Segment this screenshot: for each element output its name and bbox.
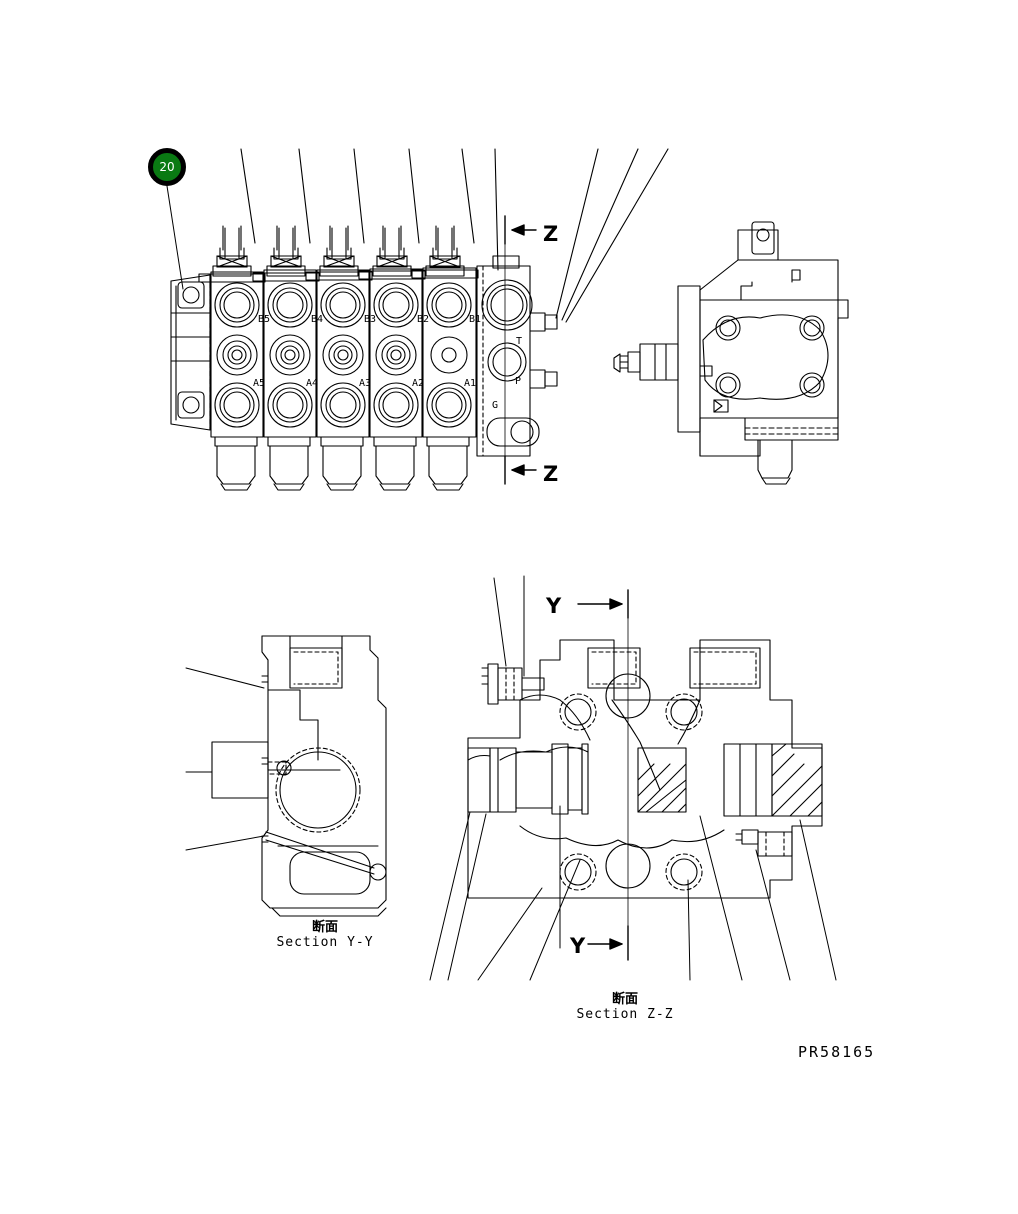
section-arrow-markers <box>504 215 629 961</box>
port-label-b4: B4 <box>311 314 324 325</box>
caption-section-y-y: 断面 Section Y-Y <box>240 916 410 950</box>
caption-z-z-japanese: 断面 <box>611 992 638 1007</box>
inlet-end-block <box>476 242 558 471</box>
section-z-z-view <box>429 575 837 981</box>
section-y-y-view <box>185 635 387 917</box>
drawing-number: PR58165 <box>798 1043 876 1061</box>
port-label-b2: B2 <box>417 314 430 325</box>
caption-y-y-japanese: 断面 <box>311 920 338 935</box>
leader-lines-top <box>240 148 669 323</box>
callout-balloon-20[interactable]: 20 <box>148 148 186 186</box>
caption-section-z-z: 断面 Section Z-Z <box>540 988 710 1022</box>
port-label-a1: A1 <box>464 378 477 389</box>
caption-y-y-english: Section Y-Y <box>276 935 374 950</box>
section-marker-z-bottom: Z <box>543 462 559 486</box>
callout-leader-20 <box>166 185 184 290</box>
section-hatch-center <box>637 747 687 813</box>
side-valve-view <box>613 221 849 485</box>
section-marker-y-top: Y <box>546 594 562 618</box>
callout-number: 20 <box>159 160 175 174</box>
spool-clevis-group <box>198 225 479 283</box>
port-label-a3: A3 <box>359 378 372 389</box>
section-hatch-right <box>771 743 823 817</box>
port-label-b3: B3 <box>364 314 377 325</box>
section-marker-y-bottom: Y <box>570 934 586 958</box>
main-valve-assembly <box>170 225 558 491</box>
port-label-a4: A4 <box>306 378 319 389</box>
valve-section-group <box>210 267 477 438</box>
port-label-b1: B1 <box>469 314 482 325</box>
spool-end-cap-group <box>214 436 470 491</box>
section-marker-z-top: Z <box>543 222 559 246</box>
port-label-t: T <box>516 336 523 347</box>
port-label-b5: B5 <box>258 314 271 325</box>
port-label-a5: A5 <box>253 378 266 389</box>
port-label-p: P <box>515 376 522 387</box>
port-label-a2: A2 <box>412 378 425 389</box>
port-label-g: G <box>492 400 499 411</box>
caption-z-z-english: Section Z-Z <box>576 1007 674 1022</box>
